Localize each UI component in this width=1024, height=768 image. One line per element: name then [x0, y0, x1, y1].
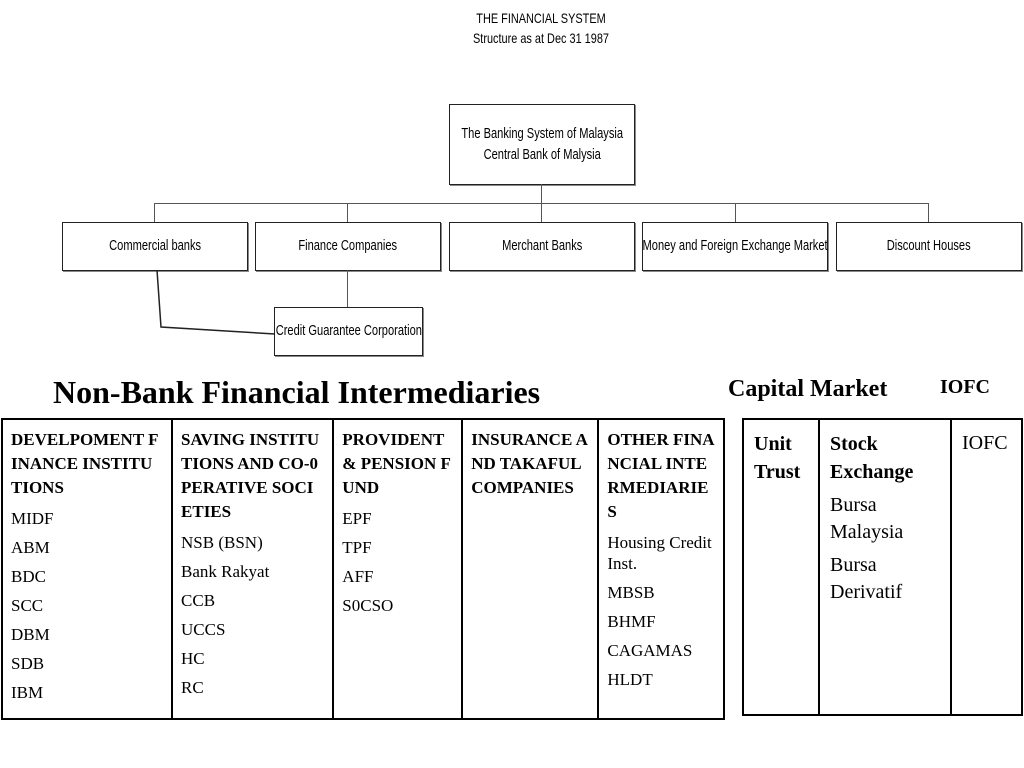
list-item: CAGAMAS: [607, 641, 693, 660]
title-line-1: THE FINANCIAL SYSTEM: [476, 10, 606, 26]
non-bank-heading: Non-Bank Financial Intermediaries: [53, 374, 541, 410]
list-item: S0CSO: [342, 596, 394, 615]
discount-houses-box: Discount Houses: [836, 222, 1022, 271]
dev-finance-column: DEVELPOMENT FINANCE INSTITUTIONS MIDF AB…: [0, 418, 174, 720]
list-item: TPF: [342, 538, 372, 557]
banking-system-box: The Banking System of Malaysia Central B…: [449, 104, 635, 185]
finance-companies-box: Finance Companies: [255, 222, 441, 271]
stock-exchange-header: Stock Exchange: [830, 433, 914, 483]
list-item: UCCS: [181, 620, 226, 639]
list-item: ABM: [11, 538, 50, 557]
list-item: SCC: [11, 596, 44, 615]
list-item: MIDF: [11, 509, 54, 528]
connector-finance-to-cgc: [347, 270, 348, 307]
connector-branch-5: [928, 203, 929, 222]
connector-branch-4: [735, 203, 736, 222]
list-item: BDC: [11, 567, 46, 586]
finance-companies-label: Finance Companies: [298, 237, 398, 255]
list-item: DBM: [11, 625, 50, 644]
credit-guarantee-box: Credit Guarantee Corporation: [274, 307, 423, 356]
connector-branch-1: [154, 203, 155, 222]
list-item: HLDT: [607, 670, 653, 689]
list-item: AFF: [342, 567, 374, 586]
insurance-column: INSURANCE AND TAKAFUL COMPANIES: [461, 418, 600, 720]
connector-top: [541, 184, 542, 204]
provident-fund-header: PROVIDENT & PENSION FUND: [342, 430, 451, 497]
money-forex-market-box: Money and Foreign Exchange Market: [642, 222, 828, 271]
credit-guarantee-label: Credit Guarantee Corporation: [275, 322, 422, 340]
list-item: BHMF: [607, 612, 656, 631]
unit-trust-label: Unit Trust: [754, 433, 801, 483]
connector-branch-2: [347, 203, 348, 222]
connector-branch-3: [541, 203, 542, 222]
list-item: MBSB: [607, 583, 655, 602]
non-bank-table: DEVELPOMENT FINANCE INSTITUTIONS MIDF AB…: [0, 418, 725, 720]
list-item: CCB: [181, 591, 216, 610]
list-item: SDB: [11, 654, 45, 673]
merchant-banks-label: Merchant Banks: [501, 237, 583, 255]
list-item: Bank Rakyat: [181, 562, 270, 581]
discount-houses-label: Discount Houses: [887, 237, 971, 255]
unit-trust-column: Unit Trust: [742, 418, 820, 716]
list-item: EPF: [342, 509, 372, 528]
insurance-header: INSURANCE AND TAKAFUL COMPANIES: [471, 430, 588, 497]
capital-market-heading: Capital Market: [728, 376, 888, 402]
list-item: RC: [181, 678, 204, 697]
central-bank-label: Central Bank of Malysia: [483, 145, 601, 163]
iofc-label: IOFC: [962, 432, 1008, 454]
capital-market-table: Unit Trust Stock Exchange Bursa Malaysia…: [742, 418, 1023, 716]
list-item: Bursa Derivatif: [830, 554, 903, 603]
money-forex-market-label: Money and Foreign Exchange Market: [642, 237, 828, 255]
title-line-2: Structure as at Dec 31 1987: [473, 30, 609, 46]
list-item: IBM: [11, 683, 44, 702]
iofc-heading: IOFC: [940, 376, 990, 398]
banking-system-label: The Banking System of Malaysia: [461, 125, 623, 143]
other-financial-column: OTHER FINANCIAL INTERMEDIARIES Housing C…: [597, 418, 725, 720]
saving-institutions-column: SAVING INSTITUTIONS AND CO-0PERATIVE SOC…: [171, 418, 335, 720]
dev-finance-header: DEVELPOMENT FINANCE INSTITUTIONS: [11, 430, 159, 497]
saving-institutions-header: SAVING INSTITUTIONS AND CO-0PERATIVE SOC…: [181, 430, 320, 521]
list-item: Bursa Malaysia: [830, 494, 904, 543]
other-financial-header: OTHER FINANCIAL INTERMEDIARIES: [607, 430, 715, 521]
list-item: NSB (BSN): [181, 533, 263, 552]
commercial-banks-label: Commercial banks: [109, 237, 201, 255]
iofc-column: IOFC: [950, 418, 1023, 716]
commercial-banks-box: Commercial banks: [62, 222, 248, 271]
list-item: Housing Credit Inst.: [607, 533, 712, 573]
stock-exchange-column: Stock Exchange Bursa Malaysia Bursa Deri…: [818, 418, 952, 716]
list-item: HC: [181, 649, 205, 668]
merchant-banks-box: Merchant Banks: [449, 222, 635, 271]
diagram-title: THE FINANCIAL SYSTEM Structure as at Dec…: [463, 10, 619, 46]
provident-fund-column: PROVIDENT & PENSION FUND EPF TPF AFF S0C…: [332, 418, 464, 720]
